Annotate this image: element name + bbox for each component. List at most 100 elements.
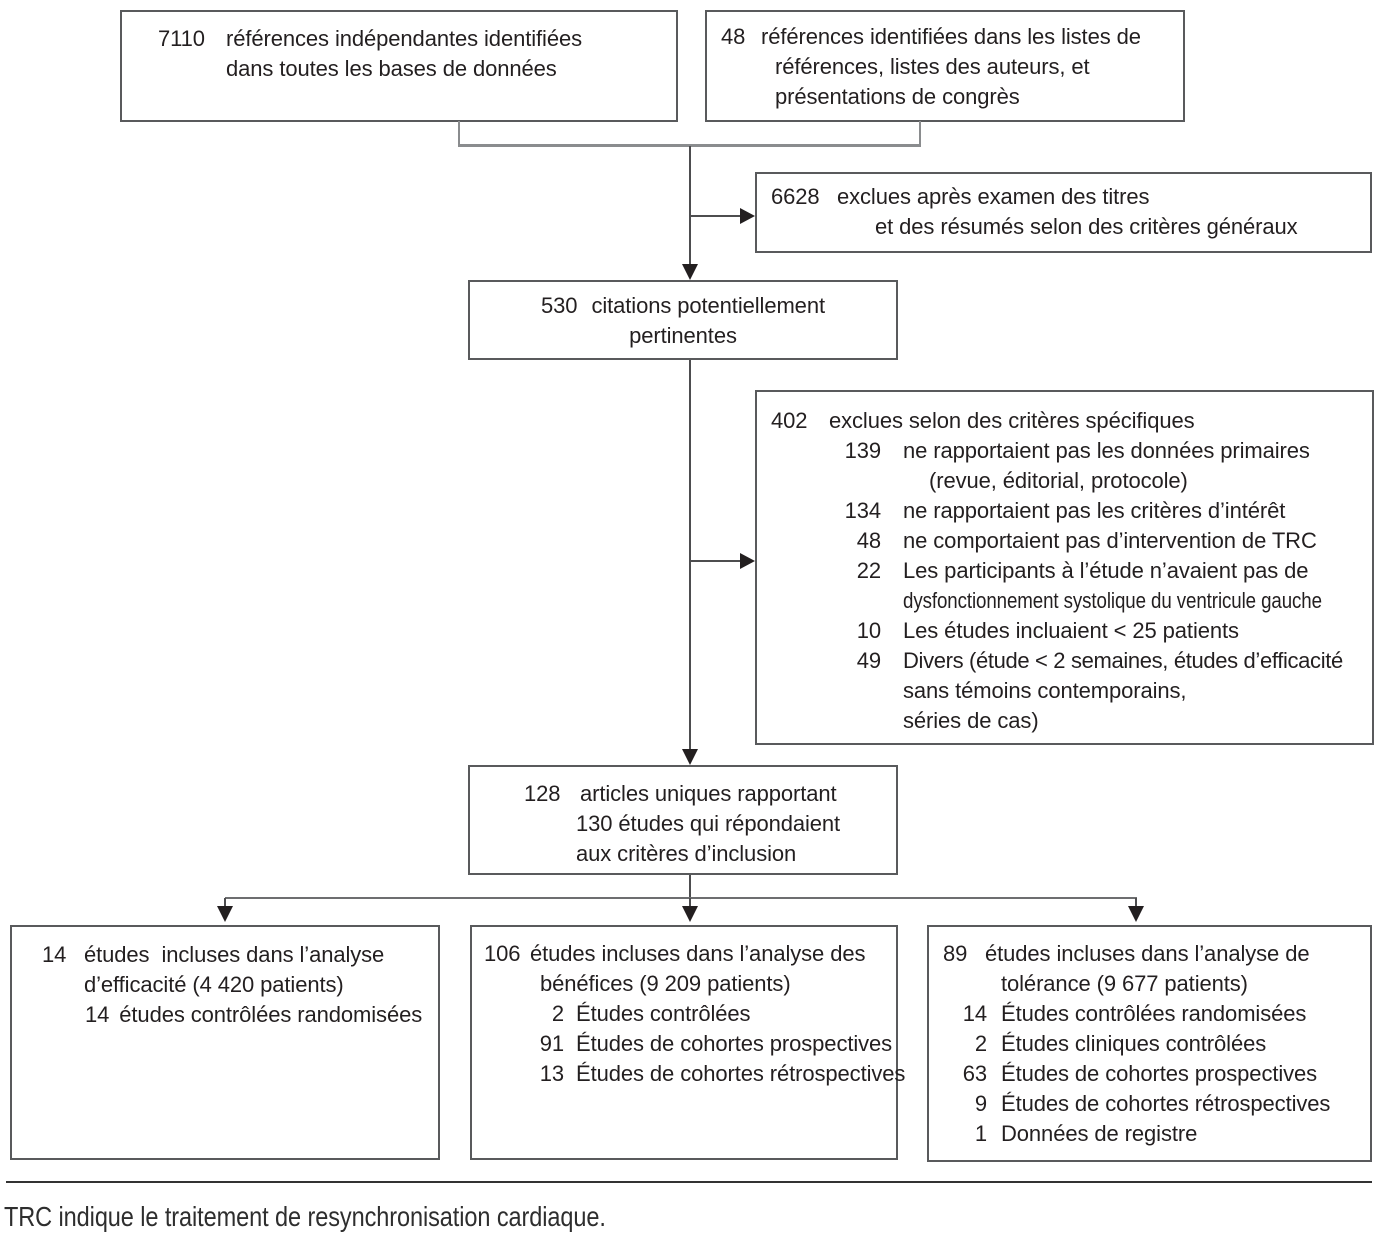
text-line: Les études incluaient < 25 patients [903,618,1239,643]
text-line: études incluses dans l’analyse de [985,941,1310,966]
count: 134 [844,498,882,523]
study-type-line: 14 études contrôlées randomisées [42,1000,438,1030]
count: 89 [943,941,968,966]
text-line: ne rapportaient pas les critères d’intér… [903,498,1286,523]
text-line: Études de cohortes rétrospectives [576,1061,906,1086]
count: 10 [856,618,881,643]
text-line: tolérance (9 677 patients) [1001,971,1248,996]
study-type-line: 9 Études de cohortes rétrospectives [943,1089,1370,1119]
text-line: Les participants à l’étude n’avaient pas… [903,558,1309,583]
text-line: Études de cohortes prospectives [576,1031,893,1056]
count: 106 [484,941,521,966]
count: 7110 [158,26,205,51]
count: 22 [856,558,881,583]
connector-branch-excluded-specific [690,560,741,562]
connector-to-included [689,360,691,750]
count: 1 [974,1121,987,1146]
arrowhead-to-potentially-relevant-icon [682,264,698,280]
text-line: citations potentiellement [591,293,825,318]
text-line: Études contrôlées [576,1001,751,1026]
box-potentially-relevant: 530 citations potentiellement pertinentes [468,280,898,360]
text-line: études incluses dans l’analyse [84,942,385,967]
connector-split-bar [225,897,1137,899]
text-line: sans témoins contemporains, [903,678,1187,703]
text-line: études contrôlées randomisées [119,1002,423,1027]
reason-line: 139 ne rapportaient pas les données prima… [771,436,1372,466]
text-line: séries de cas) [903,708,1039,733]
study-type-line: 91 Études de cohortes prospectives [484,1029,896,1059]
arrowhead-to-excluded-specific-icon [740,553,755,569]
study-type-line: 2 Études contrôlées [484,999,896,1029]
text-line: dysfonctionnement systolique du ventricu… [771,586,1372,616]
text-line: Études de cohortes prospectives [1001,1061,1318,1086]
count: 530 [541,293,578,318]
text-line: 130 études qui répondaient [576,811,841,836]
text-line: références indépendantes identifiées [226,26,582,51]
text-line: articles uniques rapportant [580,781,837,806]
box-line: 14 études incluses dans l’analyse [42,940,438,970]
text-line: ne rapportaient pas les données primaire… [903,438,1310,463]
arrowhead-to-included-articles-icon [682,749,698,765]
count: 49 [856,648,881,673]
text-line: Données de registre [1001,1121,1198,1146]
text-line: dans toutes les bases de données [226,56,557,81]
count: 14 [962,1001,987,1026]
box-tolerance-analysis: 89 études incluses dans l’analyse de tolé… [927,925,1372,1162]
study-type-line: 63 Études de cohortes prospectives [943,1059,1370,1089]
box-line: 6628 exclues après examen des titres [771,182,1370,212]
study-type-line: 14 Études contrôlées randomisées [943,999,1370,1029]
count: 6628 [771,184,820,209]
count: 14 [85,1002,110,1027]
connector-top-merge-bar [458,144,921,147]
connector-to-screening [689,146,691,265]
connector-split-left-stub [224,898,226,907]
text-line: et des résumés selon des critères généra… [875,214,1298,239]
arrowhead-to-tolerance-icon [1128,906,1144,922]
count: 2 [551,1001,564,1026]
reason-line: 22 Les participants à l’étude n’avaient p… [771,556,1372,586]
arrowhead-to-benefits-icon [682,906,698,922]
text-line: Études contrôlées randomisées [1001,1001,1307,1026]
box-included-articles: 128 articles uniques rapportant 130 étude… [468,765,898,875]
count: 63 [962,1061,987,1086]
footnote: TRC indique le traitement de resynchroni… [4,1200,720,1234]
text-line: études incluses dans l’analyse des [530,941,866,966]
text-line: Études de cohortes rétrospectives [1001,1091,1331,1116]
arrowhead-to-excluded-general-icon [740,208,755,224]
box-line: 7110 références indépendantes identifiées [158,24,676,54]
reason-line: 49 Divers (étude < 2 semaines, études d’e… [771,646,1372,676]
arrowhead-to-efficacy-icon [217,906,233,922]
text-line: aux critères d’inclusion [576,841,797,866]
connector-split-stem [689,875,691,899]
count: 91 [539,1031,564,1056]
box-line: 106 études incluses dans l’analyse des [484,939,896,969]
connector-split-mid-stub [689,898,691,907]
condensed-text: dysfonctionnement systolique du ventricu… [903,588,1322,613]
footnote-divider [6,1181,1372,1183]
count: 48 [721,24,746,49]
text-line: pertinentes [629,323,737,348]
count: 139 [844,438,882,463]
count: 14 [42,942,67,967]
text-line: exclues après examen des titres [837,184,1150,209]
text-line: Divers (étude < 2 semaines, études d’eff… [903,648,1343,673]
text-line: ne comportaient pas d’intervention de TR… [903,528,1317,553]
count: 2 [974,1031,987,1056]
box-line: 128 articles uniques rapportant [524,779,896,809]
connector-top-right-stub [919,121,921,146]
reason-line: 10 Les études incluaient < 25 patients [771,616,1372,646]
count: 9 [974,1091,987,1116]
count: 128 [524,781,561,806]
box-line: 89 études incluses dans l’analyse de [943,939,1370,969]
reason-line: 134 ne rapportaient pas les critères d’in… [771,496,1372,526]
text-line: présentations de congrès [775,84,1020,109]
text-line: (revue, éditorial, protocole) [929,468,1188,493]
